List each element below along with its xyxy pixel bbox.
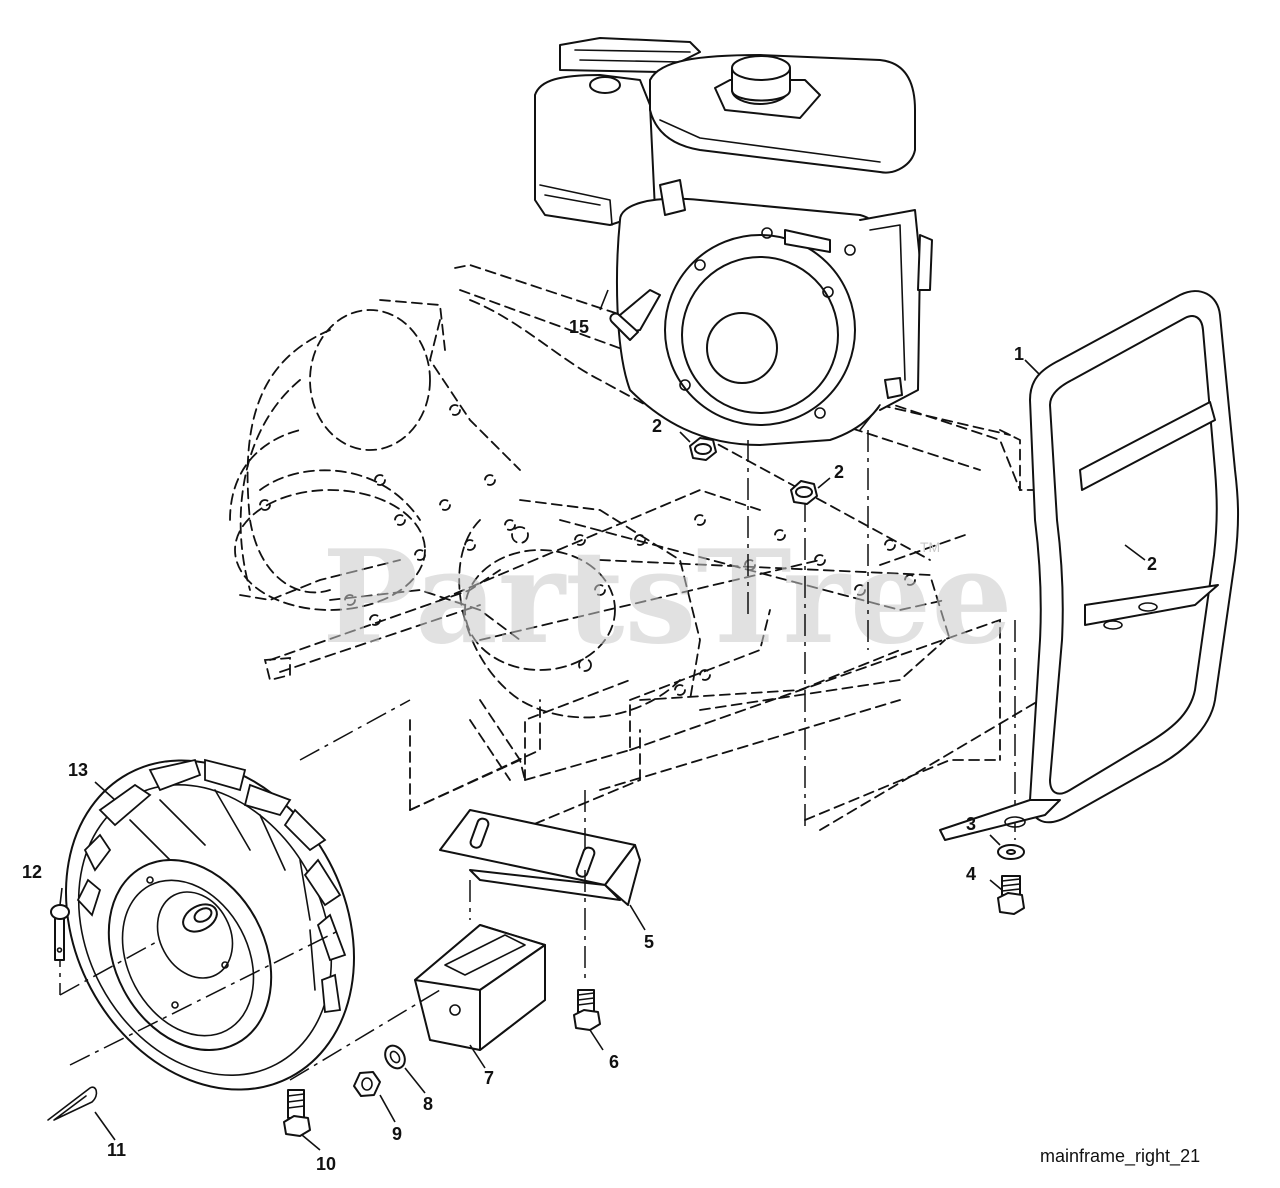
diagram-reference: mainframe_right_21 <box>1040 1146 1200 1167</box>
tines-outline <box>234 309 916 696</box>
clevis-pin <box>50 904 70 961</box>
callout-3: 3 <box>966 814 976 834</box>
callout-2-engine-nut: 2 <box>652 416 662 436</box>
callout-2-frame-nut: 2 <box>834 462 844 482</box>
watermark-text: PartsTree <box>322 523 1013 673</box>
hairpin-clip <box>47 1086 98 1121</box>
watermark-trademark: TM <box>920 539 940 555</box>
callout-5: 5 <box>644 932 654 952</box>
watermark: PartsTree TM <box>322 523 1013 673</box>
weight-bracket <box>439 809 641 906</box>
callout-11: 11 <box>107 1140 126 1160</box>
lock-washer <box>384 1044 406 1070</box>
callout-13: 13 <box>68 760 88 780</box>
tiller-mainframe-outline <box>229 264 1041 831</box>
weight-bolt <box>283 1089 311 1137</box>
callout-12: 12 <box>22 862 42 882</box>
callout-7: 7 <box>484 1068 494 1088</box>
wheel-weight <box>414 924 546 1051</box>
hex-nut <box>353 1071 381 1097</box>
bumper-frame <box>939 290 1240 841</box>
wheel-tire <box>65 758 355 1091</box>
frame-nut <box>790 480 818 505</box>
callout-8: 8 <box>423 1094 433 1114</box>
callout-6: 6 <box>609 1052 619 1072</box>
bracket-centerlines <box>469 790 586 980</box>
leader-lines <box>59 289 1146 1151</box>
callout-4: 4 <box>966 864 976 884</box>
callout-9: 9 <box>392 1124 402 1144</box>
callout-10: 10 <box>316 1154 336 1174</box>
callout-1: 1 <box>1014 344 1024 364</box>
callout-2-bumper-nut: 2 <box>1147 554 1157 574</box>
engine-mount-nut <box>689 437 717 461</box>
washer <box>997 844 1025 860</box>
bumper-bolt <box>997 875 1025 915</box>
bracket-bolt <box>573 989 601 1031</box>
callout-labels: 1 2 2 2 3 4 5 6 7 8 9 10 11 12 13 15 <box>22 317 1157 1174</box>
callout-15: 15 <box>569 317 589 337</box>
engine <box>534 37 933 446</box>
